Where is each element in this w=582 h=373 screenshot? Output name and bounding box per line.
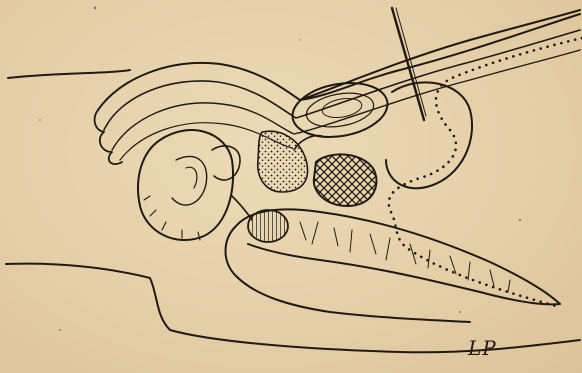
outer-contour-upper [8, 14, 580, 100]
stippled-mass [258, 131, 308, 192]
engraver-monogram: LP [468, 336, 497, 360]
crosshatched-mass [314, 154, 377, 206]
right-sac [386, 82, 472, 188]
tract-outer [98, 10, 580, 110]
oval-organ [288, 76, 392, 144]
tract-inner-1 [104, 30, 580, 130]
folded-tip [95, 110, 122, 164]
dotted-track [389, 38, 582, 306]
